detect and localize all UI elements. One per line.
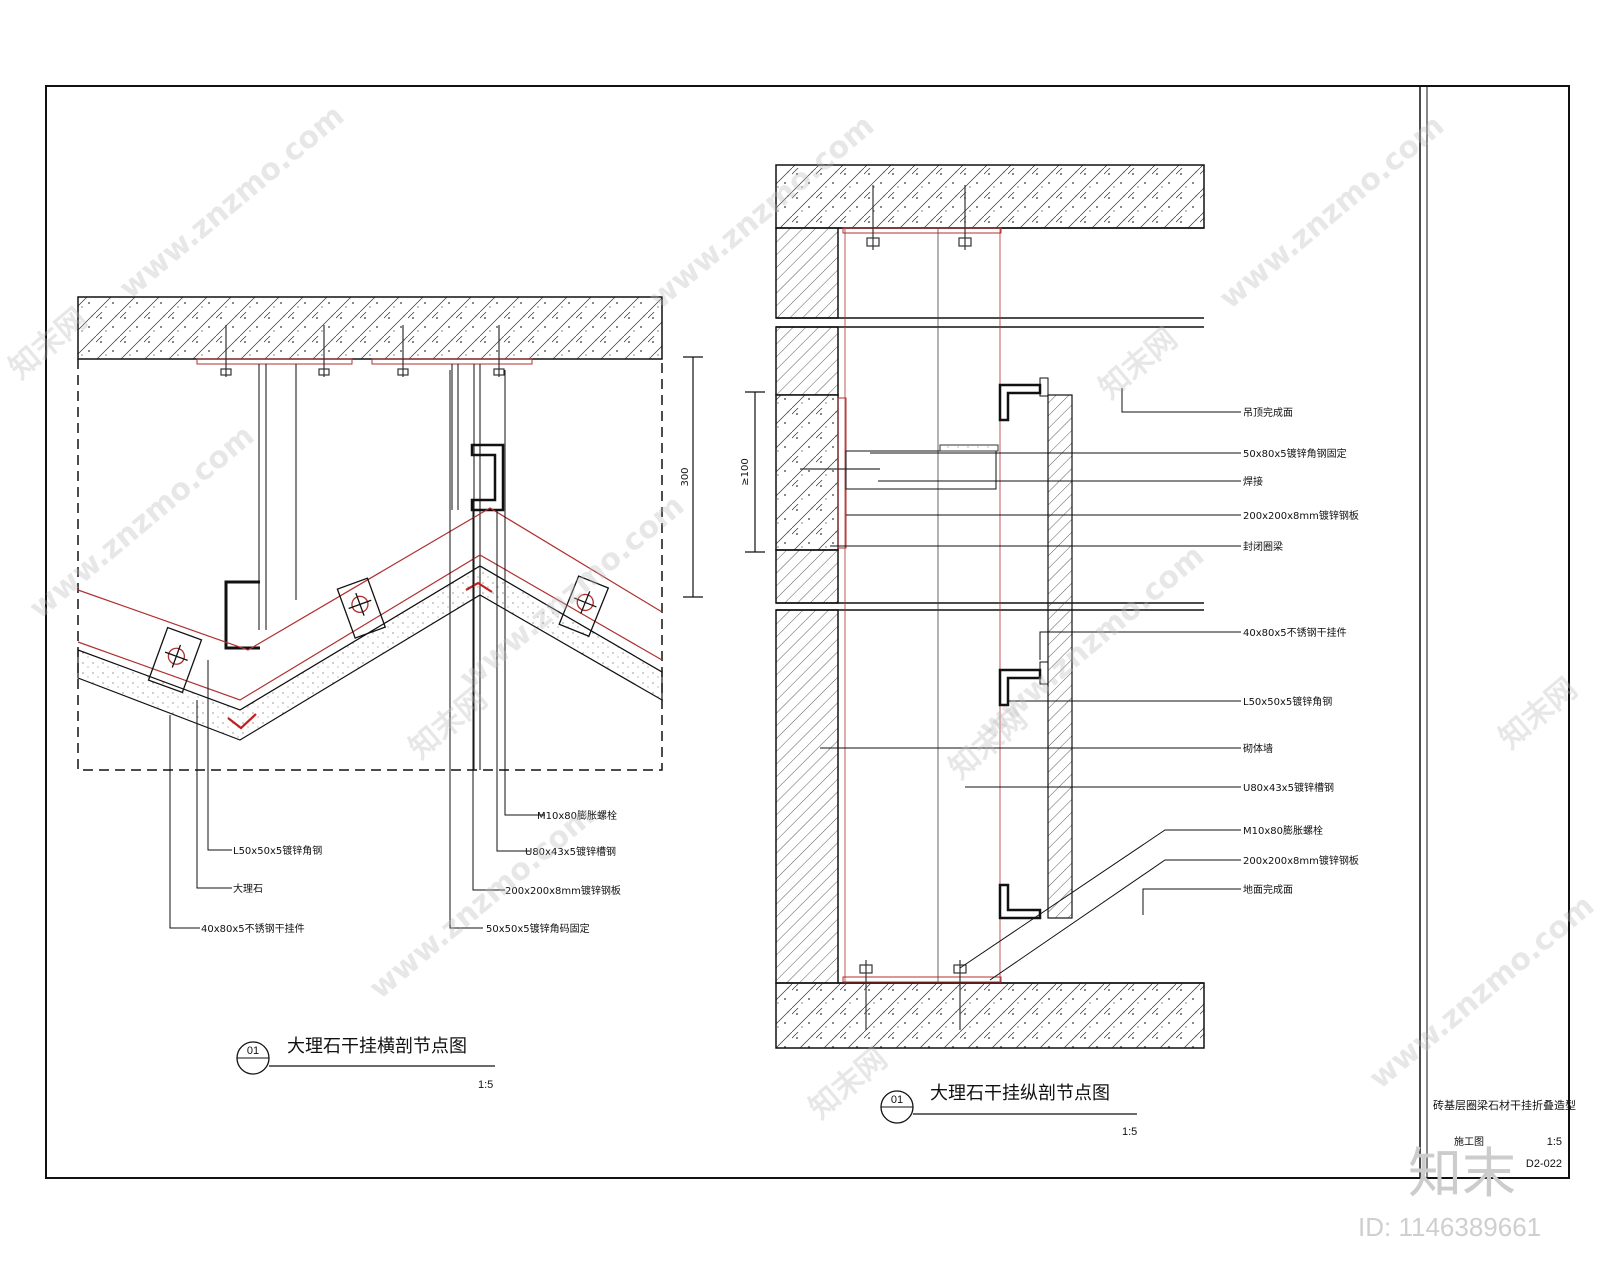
right-label-hanger: 40x80x5不锈钢干挂件 xyxy=(1243,626,1347,639)
left-section-number: 01 xyxy=(247,1045,259,1057)
left-label-channel: U80x43x5镀锌槽钢 xyxy=(525,845,616,858)
right-detail: ≥100 吊顶完成面 50x80x5镀锌角钢固定 焊接 200x200x8mm镀… xyxy=(740,164,1359,1138)
left-label-plate: 200x200x8mm镀锌钢板 xyxy=(505,884,621,897)
right-label-plate-top: 200x200x8mm镀锌钢板 xyxy=(1243,509,1359,522)
left-label-anchor-bolt: M10x80膨胀螺栓 xyxy=(537,809,617,822)
left-label-angle-fix: 50x50x5镀锌角码固定 xyxy=(486,922,590,935)
right-dim-label: ≥100 xyxy=(740,458,751,485)
left-section-title: 大理石干挂横剖节点图 xyxy=(287,1036,467,1057)
right-label-floor: 地面完成面 xyxy=(1243,883,1293,896)
title-block-drawing-name: 砖基层圈梁石材干挂折叠造型 xyxy=(1433,1098,1576,1112)
right-label-channel: U80x43x5镀锌槽钢 xyxy=(1243,781,1334,794)
title-block-scale: 1:5 xyxy=(1547,1136,1562,1148)
right-label-angle: L50x50x5镀锌角钢 xyxy=(1243,695,1332,708)
left-detail: 300 M10x80膨胀螺栓 U80x43x5镀锌槽钢 L50x50x5镀锌角钢… xyxy=(77,296,703,1091)
svg-text:知末网: 知末网 xyxy=(803,1041,894,1126)
brand-logo: 知末 xyxy=(1408,1142,1516,1205)
svg-text:www.znzmo.com: www.znzmo.com xyxy=(363,798,601,1006)
right-section-title: 大理石干挂纵剖节点图 xyxy=(930,1083,1110,1104)
right-section-number: 01 xyxy=(891,1094,903,1106)
right-section-scale: 1:5 xyxy=(1122,1126,1137,1138)
title-block: 砖基层圈梁石材干挂折叠造型 施工图 1:5 D2-022 xyxy=(1433,1098,1576,1170)
svg-text:知末网: 知末网 xyxy=(1093,321,1184,406)
left-label-angle: L50x50x5镀锌角钢 xyxy=(233,844,322,857)
title-block-stage: 施工图 xyxy=(1454,1135,1484,1148)
sheet-border xyxy=(45,85,1570,1179)
svg-text:www.znzmo.com: www.znzmo.com xyxy=(1363,888,1600,1096)
right-label-ceiling: 吊顶完成面 xyxy=(1243,406,1293,419)
left-section-scale: 1:5 xyxy=(478,1079,493,1091)
right-label-ring-beam: 封闭圈梁 xyxy=(1243,540,1283,553)
image-id: ID: 1146389661 xyxy=(1358,1212,1541,1242)
right-label-angle-fix: 50x80x5镀锌角钢固定 xyxy=(1243,447,1347,460)
svg-text:知末网: 知末网 xyxy=(1493,671,1584,756)
right-label-plate-bottom: 200x200x8mm镀锌钢板 xyxy=(1243,854,1359,867)
left-dim-label: 300 xyxy=(680,467,691,486)
svg-text:www.znzmo.com: www.znzmo.com xyxy=(1213,108,1451,316)
svg-text:www.znzmo.com: www.znzmo.com xyxy=(113,98,351,306)
right-label-masonry: 砌体墙 xyxy=(1243,742,1273,755)
left-label-hanger: 40x80x5不锈钢干挂件 xyxy=(201,922,305,935)
title-block-drawing-no: D2-022 xyxy=(1526,1158,1562,1170)
right-label-anchor-bolt: M10x80膨胀螺栓 xyxy=(1243,824,1323,837)
right-label-weld: 焊接 xyxy=(1243,475,1263,488)
left-label-marble: 大理石 xyxy=(233,882,263,895)
